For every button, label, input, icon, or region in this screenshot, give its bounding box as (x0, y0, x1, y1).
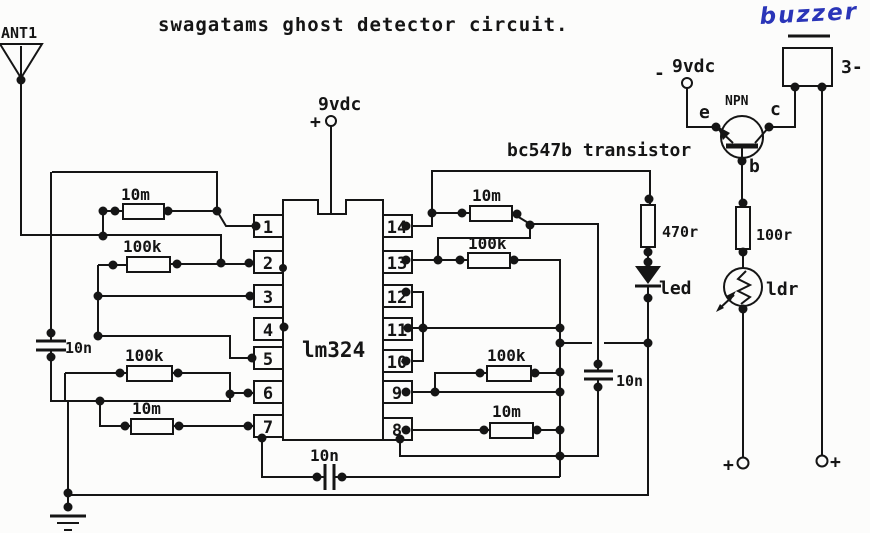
resistor-100r: 100r (735, 206, 792, 250)
pin-2: 2 (263, 254, 273, 274)
transistor-type: NPN (725, 94, 749, 109)
supply-voltage: 9vdc (672, 56, 715, 77)
wire-network (20, 80, 823, 508)
resistors-left: 10m 100k 100k 10m (121, 185, 174, 435)
ic-pins-left: 1 2 3 4 5 6 7 (253, 214, 284, 438)
resistors-right: 10m 100k 100k 10m (467, 186, 534, 439)
led-symbol: led (635, 266, 692, 299)
ic-lm324: lm324 1 2 3 4 5 6 7 14 13 12 11 10 9 8 (253, 199, 413, 441)
pin-4: 4 (263, 321, 273, 341)
resistor-label: 100k (123, 237, 162, 256)
plus-sign: + (310, 112, 321, 133)
capacitor-10n-right: 10n (584, 364, 643, 390)
antenna-label: ANT1 (1, 24, 37, 42)
ldr-symbol: ldr (716, 267, 799, 312)
emitter-label: e (699, 102, 710, 123)
pin-1: 1 (263, 218, 273, 238)
capacitor-label: 10n (65, 339, 92, 357)
terminal-bottom-right: + (815, 452, 841, 473)
power-terminal-top: 9vdc + (310, 94, 361, 133)
transistor-bc547b: NPN e c b bc547b transistor (507, 94, 781, 177)
resistor-label: 100k (468, 234, 507, 253)
buzzer-wire-label: 3- (841, 57, 863, 78)
resistor-label: 10m (492, 402, 521, 421)
pin-14: 14 (387, 218, 407, 238)
resistor-label: 100r (756, 226, 792, 244)
page-title: swagatams ghost detector circuit. (158, 14, 569, 36)
capacitor-10n-bottom: 10n (310, 446, 342, 490)
terminal-bottom-left: + (723, 455, 750, 476)
resistor-label: 10m (472, 186, 501, 205)
resistor-label: 470r (662, 223, 698, 241)
collector-label: c (770, 99, 781, 120)
resistor-label: 100k (487, 346, 526, 365)
resistor-label: 10m (121, 185, 150, 204)
capacitor-label: 10n (616, 372, 643, 390)
pin-6: 6 (263, 384, 273, 404)
resistor-label: 10m (132, 399, 161, 418)
ic-pins-right: 14 13 12 11 10 9 8 (382, 214, 413, 441)
pin-10: 10 (387, 353, 407, 373)
pin-8: 8 (392, 421, 402, 441)
minus-sign: - (654, 63, 665, 84)
ground-symbol (50, 514, 86, 531)
base-label: b (749, 156, 760, 177)
buzzer-label: buzzer (759, 0, 859, 30)
supply-voltage: 9vdc (318, 94, 361, 115)
resistor-470r: 470r (640, 204, 698, 248)
plus-sign: + (723, 455, 734, 476)
capacitor-10n-left: 10n (36, 333, 92, 357)
plus-sign: + (830, 452, 841, 473)
led-label: led (659, 278, 692, 299)
resistor-label: 100k (125, 346, 164, 365)
junction-dots (16, 75, 827, 512)
buzzer-symbol: buzzer 3- (759, 0, 863, 87)
transistor-caption: bc547b transistor (507, 140, 691, 161)
ic-name: lm324 (302, 338, 365, 362)
antenna-symbol: ANT1 (0, 24, 44, 80)
ldr-label: ldr (766, 279, 799, 300)
pin-7: 7 (263, 418, 273, 438)
pin-5: 5 (263, 350, 273, 370)
pin-3: 3 (263, 288, 273, 308)
capacitor-label: 10n (310, 446, 339, 465)
pin-11: 11 (387, 321, 407, 341)
power-terminal-aux: - 9vdc (654, 56, 715, 89)
pin-9: 9 (392, 384, 402, 404)
